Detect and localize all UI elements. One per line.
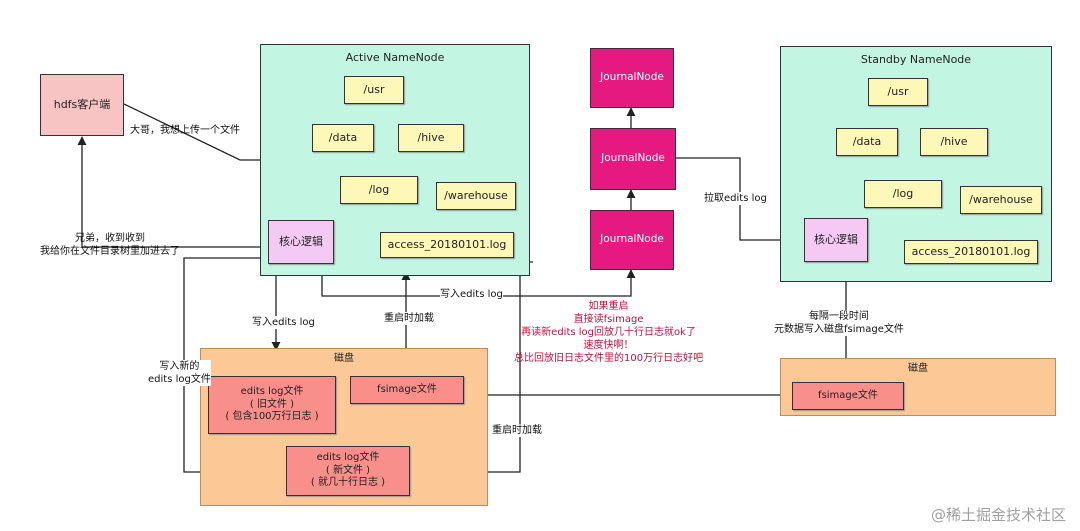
label-restart-load-2: 重启时加载 — [492, 424, 542, 437]
label-upload: 大哥，我想上传一个文件 — [130, 125, 240, 136]
edits-log-new-file: edits log文件 ( 新文件 ) ( 就几十行日志 ) — [286, 446, 410, 496]
fsimage-file-right: fsimage文件 — [792, 382, 904, 410]
disk-left-title: 磁盘 — [334, 353, 354, 364]
label-write-new: 写入新的 edits log文件 — [148, 360, 211, 386]
label-restart-note: 如果重启 直接读fsimage 再读新edits log回放几十行日志就ok了 … — [514, 301, 704, 364]
active-usr-node: /usr — [344, 76, 404, 104]
label-write-edits-disk: 写入edits log — [252, 316, 315, 329]
standby-core-logic: 核心逻辑 — [804, 218, 868, 262]
edits-log-old-file: edits log文件 ( 旧文件 ) ( 包含100万行日志 ) — [208, 376, 336, 434]
active-data-node: /data — [312, 124, 374, 152]
fsimage-file-left: fsimage文件 — [350, 376, 464, 404]
active-hive-node: /hive — [398, 124, 464, 152]
label-checkpoint: 每隔一段时间 元数据写入磁盘fsimage文件 — [774, 310, 904, 336]
journal-node-2: JournalNode — [590, 128, 676, 190]
active-warehouse-node: /warehouse — [436, 182, 516, 210]
label-restart-load-1: 重启时加载 — [384, 312, 434, 325]
standby-usr-node: /usr — [868, 78, 928, 106]
journal-node-1: JournalNode — [590, 48, 674, 108]
hdfs-client: hdfs客户端 — [40, 74, 124, 136]
disk-right-title: 磁盘 — [908, 363, 928, 374]
active-log-node: /log — [340, 176, 418, 204]
label-write-edits-jn: 写入edits log — [440, 288, 503, 301]
standby-data-node: /data — [836, 128, 898, 156]
active-access-log: access_20180101.log — [380, 232, 514, 258]
arrow-reply — [77, 136, 268, 248]
active-core-logic: 核心逻辑 — [268, 220, 334, 264]
standby-access-log: access_20180101.log — [904, 240, 1038, 264]
watermark: @稀土掘金技术社区 — [930, 506, 1066, 524]
active-namenode-title: Active NameNode — [345, 51, 445, 64]
standby-log-node: /log — [864, 180, 942, 208]
journal-node-3: JournalNode — [590, 210, 674, 270]
arrow-upload — [123, 103, 269, 165]
standby-warehouse-node: /warehouse — [960, 186, 1042, 214]
label-pull-edits: 拉取edits log — [704, 192, 767, 205]
label-reply: 兄弟，收到收到 我给你在文件目录树里加进去了 — [40, 233, 180, 257]
standby-namenode-title: Standby NameNode — [860, 53, 972, 66]
standby-hive-node: /hive — [920, 128, 988, 156]
